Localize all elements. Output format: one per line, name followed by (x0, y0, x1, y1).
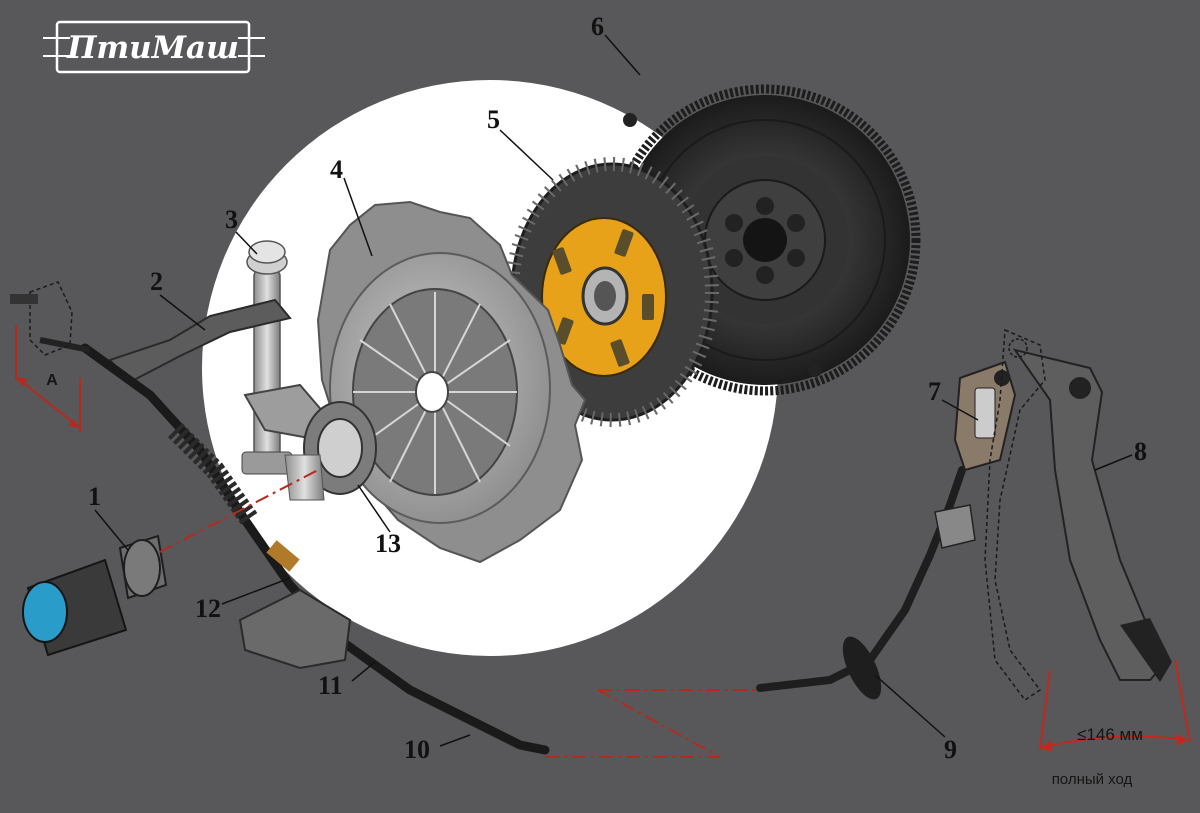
dimension-a: А (15, 325, 81, 432)
clutch-pedal (984, 328, 1172, 702)
pedal-travel-value: ≤146 мм (1077, 725, 1143, 744)
callout-3: 3 (225, 205, 238, 234)
callout-8: 8 (1134, 437, 1147, 466)
leader-lines (94, 34, 1133, 747)
callout-9: 9 (944, 735, 957, 764)
callout-1: 1 (88, 482, 101, 511)
callout-4: 4 (330, 155, 343, 184)
clutch-disc (505, 157, 719, 427)
callout-10: 10 (404, 735, 430, 764)
pedal-travel-caption: полный ход (1052, 771, 1133, 788)
callout-13: 13 (375, 529, 401, 558)
pedal-bracket (953, 360, 1017, 472)
callout-7: 7 (928, 377, 941, 406)
pressure-plate (316, 200, 587, 564)
callout-5: 5 (487, 105, 500, 134)
callout-6: 6 (591, 12, 604, 41)
logo-text: ПтиМаш (66, 30, 239, 66)
alignment-lines (159, 469, 758, 758)
adjustment-ghost (10, 281, 73, 356)
callout-12: 12 (195, 594, 221, 623)
callout-11: 11 (318, 671, 343, 700)
pedal-travel: ≤146 мм полный ход (1039, 659, 1191, 788)
pedal-cable (756, 466, 976, 700)
cable-bracket (238, 588, 352, 670)
ptimash-logo: ПтиМаш (43, 20, 265, 74)
input-shaft (22, 534, 168, 657)
callout-2: 2 (150, 267, 163, 296)
dimension-a-label: А (46, 372, 58, 389)
